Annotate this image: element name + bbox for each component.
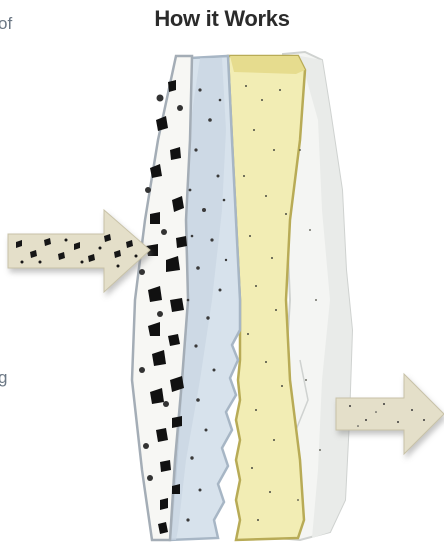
right-arrow-icon <box>336 374 444 454</box>
right-arrow-icon <box>8 210 150 292</box>
